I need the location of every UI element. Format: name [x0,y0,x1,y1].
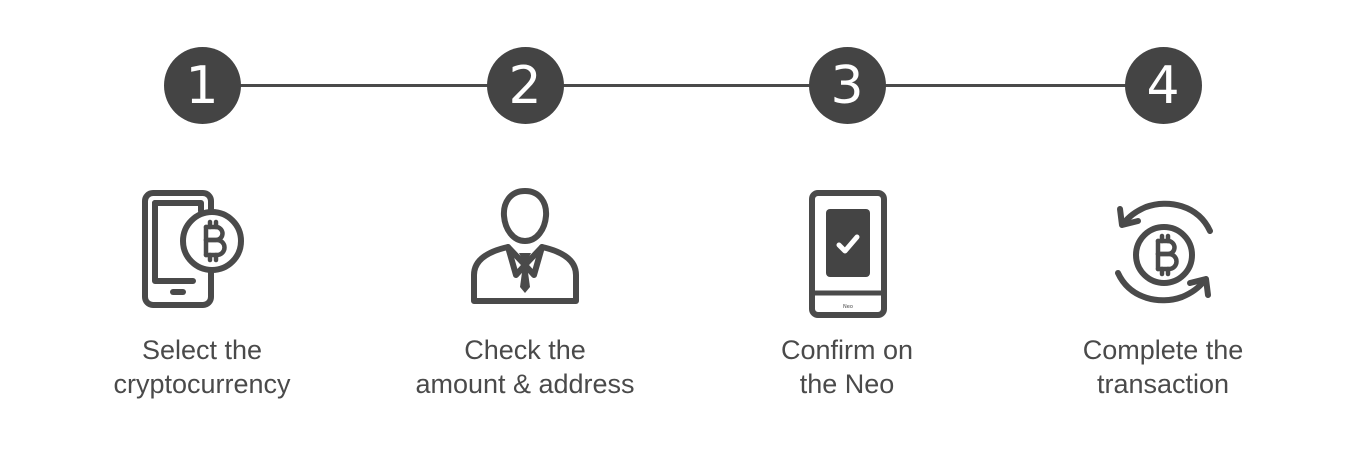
step-caption: Confirm on the Neo [780,335,914,399]
step-caption: Select the cryptocurrency [113,335,291,399]
step-number-badge: 3 [808,47,886,124]
step-caption: Check the amount & address [415,335,635,399]
phone-bitcoin-icon [137,183,267,323]
step-3: 3 Neo Confirm on the Neo [707,0,987,459]
step-number-badge: 4 [1124,47,1202,124]
step-caption: Complete the transaction [1082,335,1244,399]
step-1: 1 Select the cryptocurrency [62,0,342,459]
device-brand-label: Neo [843,304,853,310]
step-connector-line [240,84,1135,87]
step-2: 2 Check the amount & address [385,0,665,459]
step-number-badge: 2 [486,47,564,124]
device-check-icon: Neo [782,183,912,323]
step-4: 4 Complete the transaction [1023,0,1303,459]
step-number-badge: 1 [163,47,241,124]
bitcoin-exchange-icon [1098,183,1228,323]
person-icon [460,183,590,323]
